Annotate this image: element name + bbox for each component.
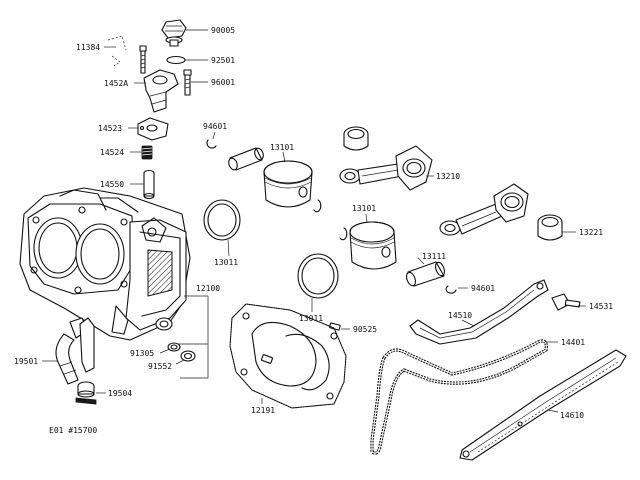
tensioner-housing-part[interactable] [143, 69, 179, 113]
label-91305: 91305 [130, 349, 154, 358]
clip-piston-lower-part[interactable] [339, 227, 348, 241]
gasket-14523-part[interactable] [137, 117, 169, 141]
plunger-part[interactable] [143, 169, 155, 200]
label-90005: 90005 [211, 26, 235, 35]
breather-cap-part[interactable] [161, 19, 187, 47]
bolt-part[interactable] [139, 45, 147, 74]
piston-ring-upper-part[interactable] [203, 199, 241, 241]
label-12191: 12191 [251, 406, 275, 415]
chain-guide-14610-part[interactable] [459, 349, 627, 461]
label-19504: 19504 [108, 389, 132, 398]
label-92501: 92501 [211, 56, 235, 65]
cam-chain-14401-part[interactable] [370, 339, 548, 455]
label-13011-lower: 13011 [299, 314, 323, 323]
diagram-code: E01 #15700 [49, 426, 97, 435]
cylinder-base-gasket-12191-part[interactable] [229, 303, 347, 409]
dowel-91305-part[interactable] [167, 342, 181, 352]
cylinder-block-part[interactable] [19, 187, 191, 341]
label-13101-lower: 13101 [352, 204, 376, 213]
plug-91552-part[interactable] [180, 350, 196, 362]
bolt-14531-part[interactable] [551, 293, 581, 311]
label-14401: 14401 [561, 338, 585, 347]
label-11384: 11384 [76, 43, 100, 52]
label-14550: 14550 [100, 180, 124, 189]
clip-piston-upper-part[interactable] [313, 199, 322, 213]
piston-pin-upper-part[interactable] [227, 147, 265, 171]
label-13221: 13221 [579, 228, 603, 237]
label-14524: 14524 [100, 148, 124, 157]
clip-part[interactable] [107, 35, 127, 67]
chain-guide-14510-part[interactable] [409, 279, 549, 345]
label-13011-upper: 13011 [214, 258, 238, 267]
label-14510: 14510 [448, 311, 472, 320]
o-ring-part[interactable] [166, 55, 186, 65]
label-14531: 14531 [589, 302, 613, 311]
circlip-94601-bottom-part[interactable] [445, 285, 457, 294]
bolt-96001-part[interactable] [183, 69, 192, 96]
label-94601-bottom: 94601 [471, 284, 495, 293]
bearing-shell-upper-part[interactable] [343, 126, 369, 151]
fitting-19504-part[interactable] [75, 317, 97, 405]
label-12100: 12100 [196, 284, 220, 293]
connecting-rod-upper-part[interactable] [339, 145, 433, 191]
label-13101-upper: 13101 [270, 143, 294, 152]
label-14523: 14523 [98, 124, 122, 133]
label-96001: 96001 [211, 78, 235, 87]
piston-lower-part[interactable] [349, 221, 397, 270]
label-13210: 13210 [436, 172, 460, 181]
spring-part[interactable] [141, 145, 153, 160]
label-90525: 90525 [353, 325, 377, 334]
label-14610: 14610 [560, 411, 584, 420]
circlip-94601-top-part[interactable] [206, 139, 217, 149]
piston-upper-part[interactable] [263, 160, 313, 208]
connecting-rod-lower-part[interactable] [439, 183, 529, 236]
label-13111: 13111 [422, 252, 446, 261]
label-91552: 91552 [148, 362, 172, 371]
label-94601-top: 94601 [203, 122, 227, 131]
bearing-shell-lower-part[interactable] [537, 214, 563, 241]
label-1452A: 1452A [104, 79, 128, 88]
piston-ring-lower-part[interactable] [297, 253, 339, 299]
piston-pin-lower-part[interactable] [405, 261, 446, 287]
label-19501: 19501 [14, 357, 38, 366]
